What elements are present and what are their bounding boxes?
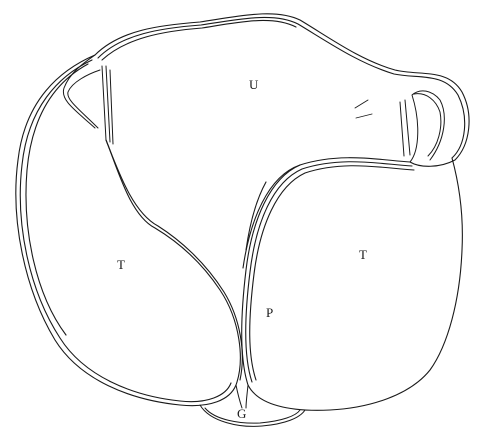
label-t-left: T <box>117 258 125 271</box>
upper-lobe-outline <box>95 14 469 167</box>
label-p: P <box>266 306 273 319</box>
left-lobe-outline <box>16 55 242 406</box>
right-lobe-outline <box>242 158 463 411</box>
label-t-right: T <box>359 248 367 261</box>
small-mark <box>355 100 372 118</box>
label-u: U <box>249 78 258 91</box>
label-g: G <box>237 407 246 420</box>
right-horn <box>400 91 444 162</box>
